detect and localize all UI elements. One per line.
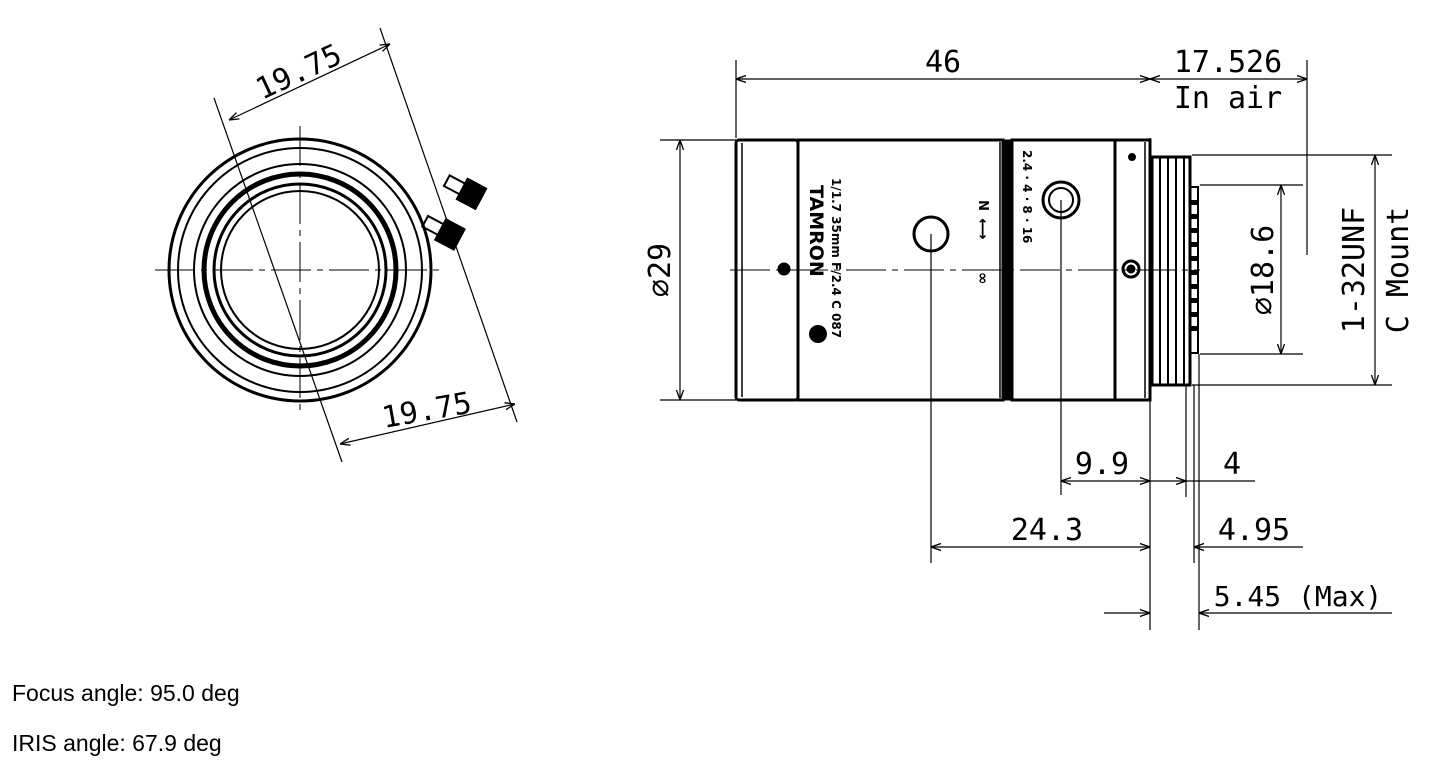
mount-type-label: C Mount <box>1381 207 1416 333</box>
front-ext-line-b <box>379 27 518 423</box>
focus-far-mark: ∞ <box>974 272 992 285</box>
focus-arrow: ⟷ <box>974 218 992 240</box>
dim-46-label: 46 <box>925 45 961 80</box>
front-dim-top-label: 19.75 <box>251 37 348 107</box>
mount-thread-label: 1-32UNF <box>1337 207 1372 333</box>
iris-scale: 2.4 · 4 · 8 · 16 <box>1020 150 1034 243</box>
focus-angle-text: Focus angle: 95.0 deg <box>12 680 240 706</box>
front-dim-line-top <box>229 44 390 120</box>
lens-drawing: 19.75 19.75 <box>155 27 1416 630</box>
front-dim-bottom-label: 19.75 <box>379 386 474 436</box>
front-ext-line-a <box>213 97 343 463</box>
dim-17526-label: 17.526 <box>1174 45 1282 80</box>
front-view <box>155 27 518 463</box>
dim-18-6-label: ∅18.6 <box>1246 225 1281 315</box>
brand-label: TAMRON <box>805 185 827 277</box>
focus-near-mark: N <box>975 200 990 211</box>
index-dot <box>1128 153 1136 161</box>
front-dim-line-bottom <box>340 404 515 444</box>
dim-24-3-label: 24.3 <box>1011 513 1083 548</box>
lock-screws <box>421 174 488 251</box>
iris-angle-text: IRIS angle: 67.9 deg <box>12 730 222 756</box>
dim-5-45-label: 5.45 (Max) <box>1214 580 1383 613</box>
front-screw <box>777 262 791 276</box>
dim-in-air-label: In air <box>1174 81 1282 116</box>
dim-4-label: 4 <box>1223 447 1241 482</box>
dim-29-label: ∅29 <box>643 243 678 297</box>
dim-4-95-label: 4.95 <box>1218 513 1290 548</box>
rear-screw <box>1121 259 1141 279</box>
model-label: 1/1.7 35mm F/2.4 C 087 <box>829 178 843 338</box>
dim-9-9-label: 9.9 <box>1075 447 1129 482</box>
lens-emblem <box>809 325 827 343</box>
side-view <box>660 60 1392 630</box>
